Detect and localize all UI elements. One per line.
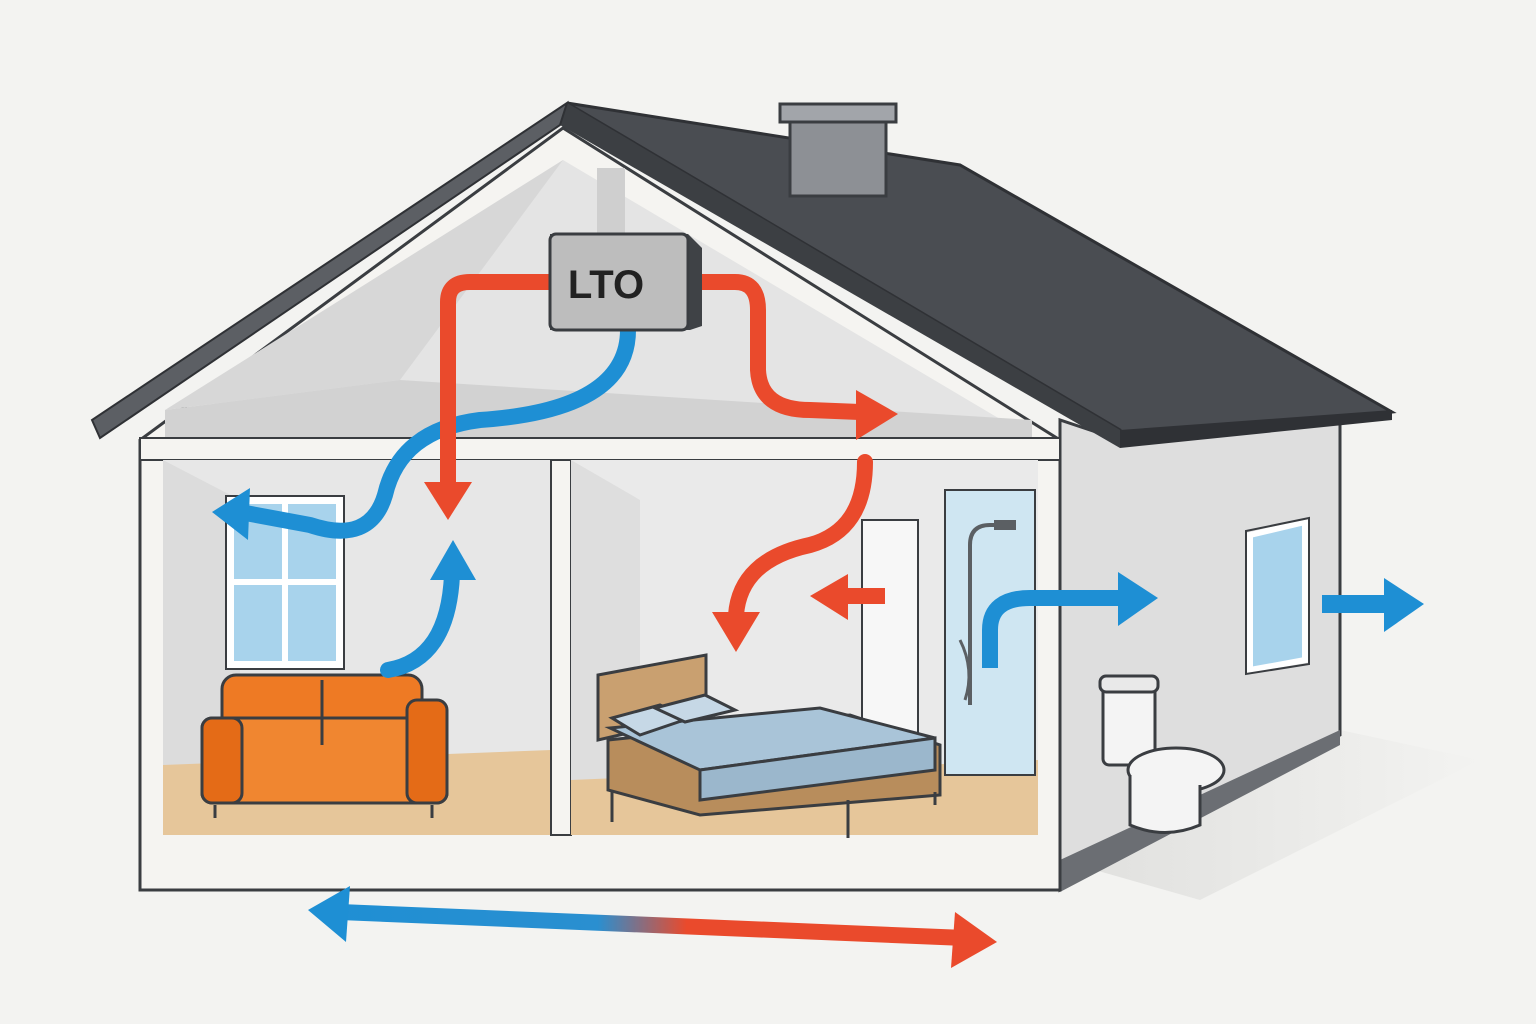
supply-arrow-bedroom-head [712,612,760,652]
extract-arrow-sofa-head [430,540,476,580]
window-icon [1245,516,1310,676]
extract-arrow-bathroom-head [1118,572,1158,626]
toilet-icon [1098,674,1226,834]
supply-duct-left [440,274,555,485]
supply-duct-right [690,274,861,420]
extract-arrow-left-head [212,488,250,540]
ceiling-divider [139,437,1061,461]
exhaust-arrow-head [1384,578,1424,632]
supply-duct-bedroom [728,454,873,623]
supply-arrow-right-head [856,390,898,440]
chimney-icon [778,102,898,198]
roof-edge-right [1120,410,1392,448]
room-divider [550,459,572,836]
attic-post [597,168,625,238]
roof-fascia-right [560,103,1120,448]
attic-floor [165,380,1032,438]
supply-arrow-left-head [424,482,472,520]
extract-duct-bathroom [982,590,1120,668]
bed-icon [596,653,942,838]
bedroom [571,460,1038,838]
extract-duct-left [232,322,636,539]
ground-shadow [1060,730,1480,900]
attic-back-wall [165,160,563,410]
roof-fascia-left [90,100,569,440]
sofa-icon [200,673,449,818]
lto-label: LTO [568,263,644,307]
airflow-double-arrow [308,886,997,968]
living-room [163,460,551,835]
extract-arrow-sofa [380,567,460,678]
transfer-arrow-head [810,574,848,620]
ventilation-unit-icon: LTO [548,232,702,332]
